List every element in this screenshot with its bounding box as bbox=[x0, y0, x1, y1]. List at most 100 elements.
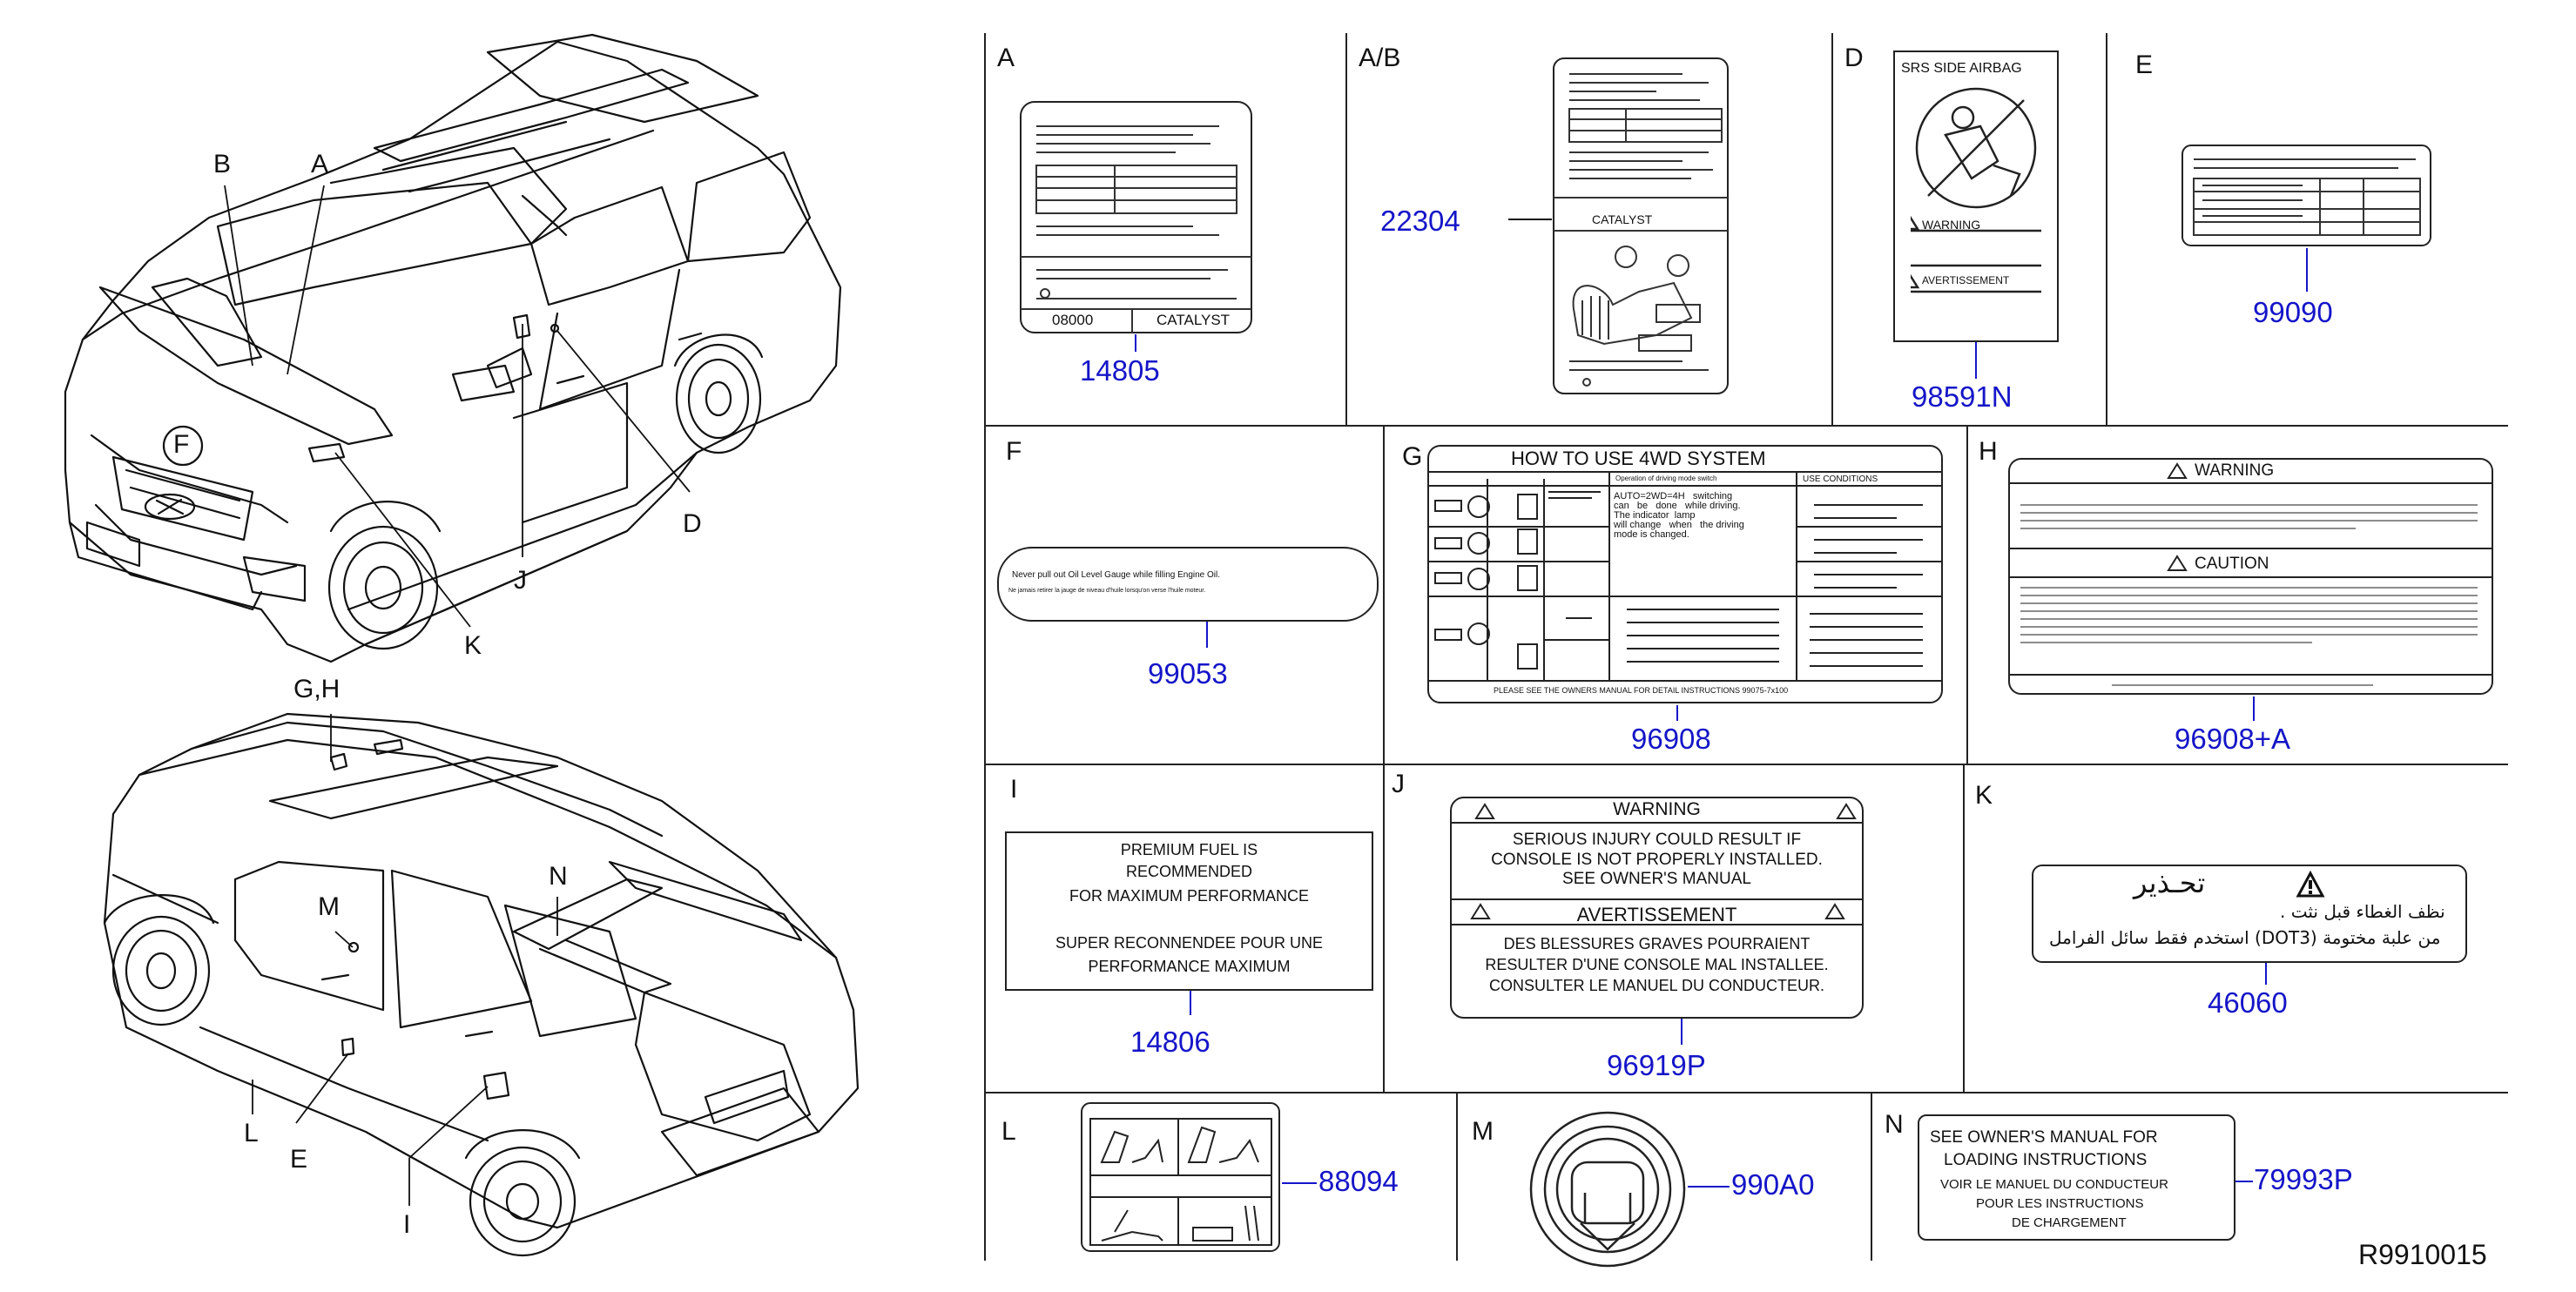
part-number-l: 88094 bbox=[1318, 1165, 1399, 1197]
label-g-graphic bbox=[1427, 445, 1943, 703]
label-a-code: 08000 bbox=[1052, 312, 1094, 328]
grid-v bbox=[1831, 33, 1833, 425]
label-k-line2: استخدم فقط سائل الفرامل (DOT3) من علبة م… bbox=[2049, 927, 2441, 948]
label-j-aline3: CONSULTER LE MANUEL DU CONDUCTEUR. bbox=[1488, 977, 1825, 994]
grid-v bbox=[1383, 425, 1385, 764]
callout-j: J bbox=[514, 566, 527, 595]
leader-i bbox=[1190, 991, 1191, 1015]
label-n-line4: POUR LES INSTRUCTIONS bbox=[1976, 1196, 2144, 1211]
part-number-a: 14805 bbox=[1080, 354, 1160, 387]
panel-i-letter: I bbox=[1010, 775, 1018, 804]
part-number-f: 99053 bbox=[1148, 657, 1228, 690]
part-number-i: 14806 bbox=[1130, 1026, 1210, 1058]
part-number-m: 990A0 bbox=[1731, 1168, 1815, 1201]
label-n-box bbox=[1918, 1114, 2235, 1241]
label-a-graphic bbox=[1020, 101, 1252, 333]
grid-row3-bottom bbox=[984, 1092, 2508, 1093]
callout-gh: G,H bbox=[293, 675, 341, 703]
label-n-line1: SEE OWNER'S MANUAL FOR bbox=[1930, 1128, 2158, 1147]
label-a-catalyst: CATALYST bbox=[1157, 312, 1231, 328]
part-number-d: 98591N bbox=[1912, 380, 2013, 413]
callout-d: D bbox=[683, 509, 702, 538]
label-h-warning: WARNING bbox=[2195, 461, 2275, 480]
leader-k bbox=[2265, 963, 2267, 985]
label-j-wline1: SERIOUS INJURY COULD RESULT IF bbox=[1512, 831, 1802, 849]
panel-ab-letter: A/B bbox=[1359, 44, 1401, 72]
part-number-n: 79993P bbox=[2254, 1163, 2353, 1195]
label-d-warning: WARNING bbox=[1922, 218, 1981, 232]
leader-g bbox=[1676, 705, 1678, 721]
leader-e bbox=[2306, 248, 2308, 292]
label-d-graphic bbox=[1911, 87, 2041, 293]
label-k-title: تحـذير bbox=[2134, 866, 2206, 899]
label-k-line1: نظف الغطاء قبل نثت . bbox=[2280, 901, 2445, 922]
grid-v bbox=[1383, 764, 1385, 1092]
grid-v bbox=[1456, 1092, 1458, 1261]
panel-h-letter: H bbox=[1979, 437, 1998, 466]
grid-v bbox=[1871, 1092, 1872, 1261]
callout-i: I bbox=[403, 1210, 411, 1239]
label-j-warning: WARNING bbox=[1613, 799, 1701, 819]
label-d-avert: AVERTISSEMENT bbox=[1922, 274, 2010, 286]
label-n-line5: DE CHARGEMENT bbox=[2012, 1215, 2127, 1230]
label-i-line4: SUPER RECONNENDEE POUR UNE bbox=[1055, 934, 1324, 952]
label-j-avert: AVERTISSEMENT bbox=[1576, 904, 1737, 925]
label-j-graphic bbox=[1450, 803, 1864, 925]
label-ab-graphic bbox=[1553, 57, 1729, 394]
label-j-aline1: DES BLESSURES GRAVES POURRAIENT bbox=[1503, 935, 1811, 952]
label-f-line2: Ne jamais retirer la jauge de niveau d'h… bbox=[1008, 588, 1206, 594]
part-number-h: 96908+A bbox=[2175, 723, 2291, 755]
leader-a bbox=[1135, 334, 1136, 352]
label-f-box bbox=[997, 547, 1379, 622]
label-j-aline2: RESULTER D'UNE CONSOLE MAL INSTALLEE. bbox=[1485, 956, 1829, 973]
leader-m bbox=[1688, 1186, 1730, 1188]
panel-a-letter: A bbox=[997, 44, 1015, 72]
grid-left-border bbox=[984, 33, 986, 1261]
callout-b: B bbox=[213, 150, 232, 178]
callout-e: E bbox=[290, 1145, 308, 1174]
leader-f bbox=[1206, 622, 1208, 648]
grid-v bbox=[1345, 33, 1347, 425]
panel-d-letter: D bbox=[1844, 44, 1864, 72]
panel-l-letter: L bbox=[1001, 1117, 1016, 1146]
leader-ab bbox=[1508, 219, 1552, 220]
panel-k-letter: K bbox=[1975, 781, 1993, 810]
leader-h bbox=[2253, 696, 2255, 721]
grid-v bbox=[1963, 764, 1965, 1092]
callout-a: A bbox=[311, 150, 329, 178]
grid-v bbox=[1966, 425, 1968, 764]
label-h-graphic bbox=[2008, 458, 2493, 695]
callout-k: K bbox=[464, 631, 482, 660]
label-n-line2: LOADING INSTRUCTIONS bbox=[1944, 1151, 2148, 1169]
label-g-title: HOW TO USE 4WD SYSTEM bbox=[1511, 447, 1766, 469]
leader-l bbox=[1282, 1182, 1317, 1184]
callout-n: N bbox=[549, 862, 568, 891]
label-i-line1: PREMIUM FUEL IS bbox=[1120, 841, 1258, 858]
panel-e-letter: E bbox=[2135, 50, 2154, 79]
grid-v bbox=[2106, 33, 2107, 425]
label-j-box bbox=[1450, 797, 1864, 1019]
leader-d bbox=[1975, 342, 1977, 379]
label-i-line3: FOR MAXIMUM PERFORMANCE bbox=[1069, 887, 1309, 905]
label-ab-catalyst: CATALYST bbox=[1592, 212, 1653, 226]
panel-g-letter: G bbox=[1402, 442, 1423, 471]
leader-j bbox=[1681, 1019, 1682, 1045]
label-i-box bbox=[1005, 831, 1373, 991]
part-number-g: 96908 bbox=[1631, 723, 1711, 755]
vehicle-illustrations bbox=[64, 33, 860, 1257]
label-j-wline3: SEE OWNER'S MANUAL bbox=[1562, 870, 1751, 888]
label-f-line1: Never pull out Oil Level Gauge while fil… bbox=[1012, 570, 1221, 580]
label-i-line2: RECOMMENDED bbox=[1125, 863, 1252, 880]
label-g-col2: USE CONDITIONS bbox=[1803, 474, 1878, 484]
part-number-j: 96919P bbox=[1607, 1049, 1706, 1081]
label-g-col1: Operation of driving mode switch bbox=[1615, 474, 1717, 482]
label-g-body: AUTO=2WD=4H switching can be done while … bbox=[1614, 491, 1744, 540]
panel-m-letter: M bbox=[1472, 1117, 1494, 1146]
label-j-wline2: CONSOLE IS NOT PROPERLY INSTALLED. bbox=[1491, 851, 1823, 869]
panel-n-letter: N bbox=[1885, 1110, 1904, 1139]
label-i-line5: PERFORMANCE MAXIMUM bbox=[1088, 958, 1291, 975]
panel-j-letter: J bbox=[1392, 770, 1405, 798]
diagram-id: R9910015 bbox=[2358, 1239, 2487, 1270]
label-d-box bbox=[1893, 50, 2059, 342]
